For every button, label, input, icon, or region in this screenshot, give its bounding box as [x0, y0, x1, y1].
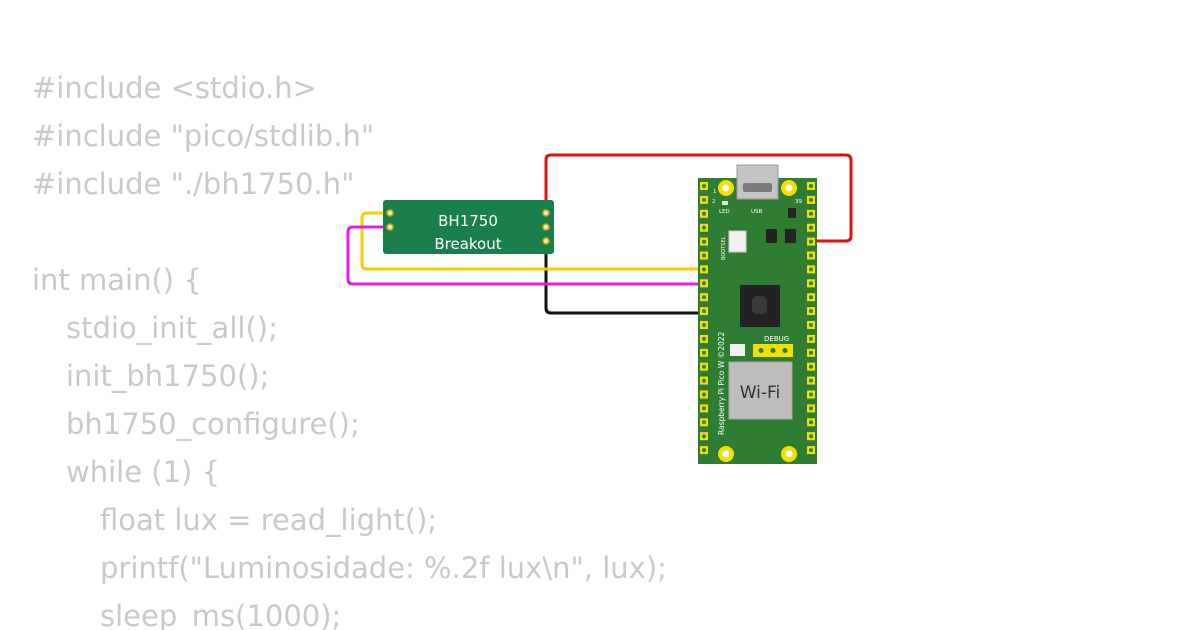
mounting-hole [722, 184, 730, 192]
pico-pin-hole [702, 350, 706, 355]
mounting-hole [785, 450, 793, 458]
sda-wire [360, 211, 708, 271]
breakout-pin [542, 237, 550, 245]
pico-pin-hole [702, 267, 706, 272]
pico-pin-hole [809, 253, 813, 258]
pico-pin-hole [702, 197, 706, 202]
breakout-pin [542, 223, 550, 231]
pico-pin-hole [702, 295, 706, 300]
pico-pin-hole [809, 434, 813, 439]
code-line: #include "./bh1750.h" [32, 167, 355, 201]
pico-pin-hole [702, 378, 706, 383]
pico-pin-hole [702, 364, 706, 369]
pico-pin-hole [702, 225, 706, 230]
pico-pin-hole [809, 392, 813, 397]
debug-pin [758, 348, 764, 353]
bootsel-label: BOOTSEL [721, 236, 727, 260]
pico-pin-hole [702, 420, 706, 425]
code-line: init_bh1750(); [66, 359, 270, 393]
raspberry-logo-icon [752, 296, 767, 314]
debug-pin [782, 348, 788, 353]
pico-pin-hole [809, 211, 813, 216]
code-line: stdio_init_all(); [66, 311, 278, 345]
pico-pin-hole [702, 323, 706, 327]
pico-pin-hole [702, 448, 706, 453]
pico-pin-hole [809, 295, 813, 300]
pico-pin-hole [809, 378, 813, 383]
pico-pin-hole [809, 184, 813, 188]
vcc-wire [544, 153, 853, 243]
smd-component [785, 229, 796, 243]
usb-connector [736, 164, 779, 200]
smd-component [766, 229, 777, 243]
usb-port-slot [743, 183, 772, 192]
breakout-pin [542, 209, 550, 217]
pico-pin-hole [809, 281, 813, 286]
board-name-label: Raspberry Pi Pico W ©2022 [717, 331, 726, 435]
pico-pin-hole [809, 323, 813, 327]
smd-component [788, 208, 796, 218]
pico-pin-hole [702, 392, 706, 397]
pin-39-label: 39 [795, 199, 802, 205]
pico-pin-hole [809, 267, 813, 272]
wifi-label: Wi-Fi [740, 383, 781, 403]
pico-pin-hole [809, 448, 813, 453]
smd-component [730, 344, 745, 356]
pico-pin-hole [702, 406, 706, 411]
pin-1-label: 1 [713, 189, 717, 195]
wifi-module [728, 361, 793, 420]
pico-pin-hole [702, 184, 706, 188]
code-line: int main() { [32, 263, 202, 297]
debug-pin [770, 348, 776, 353]
source-code-listing: #include <stdio.h> #include "pico/stdlib.… [32, 64, 752, 630]
code-line: bh1750_configure(); [66, 407, 360, 441]
pico-pin-hole [702, 336, 706, 341]
breakout-label-line2: Breakout [434, 235, 501, 253]
pico-pin-hole [809, 309, 813, 314]
pico-pin-hole [809, 225, 813, 230]
pico-pin-hole [702, 239, 706, 244]
breakout-pin [386, 209, 394, 217]
pico-pin-hole [702, 281, 706, 286]
pico-pin-hole [809, 406, 813, 411]
led-label: LED [719, 209, 730, 215]
pico-pin-hole [809, 239, 813, 244]
code-line: while (1) { [66, 455, 221, 489]
pico-pin-headers [700, 182, 815, 455]
pico-pin-hole [702, 211, 706, 216]
pico-pin-hole [702, 434, 706, 439]
pico-pin-hole [702, 309, 706, 314]
gnd-wire [544, 241, 710, 315]
pico-pin-hole [809, 420, 813, 425]
bootsel-button[interactable] [728, 230, 747, 253]
breakout-label-line1: BH1750 [438, 212, 498, 230]
raspberry-pi-pico-w[interactable]: 1 2 39 LED USB BOOTSEL DEBUG Wi-Fi Raspb… [698, 164, 817, 464]
code-line: printf("Luminosidade: %.2f lux\n", lux); [100, 551, 667, 585]
breakout-pin [386, 223, 394, 231]
debug-label: DEBUG [764, 335, 789, 343]
pico-pin-hole [809, 364, 813, 369]
mounting-hole [785, 184, 793, 192]
pico-pin-hole [702, 253, 706, 258]
pico-pin-hole [809, 197, 813, 202]
bh1750-breakout[interactable]: BH1750 Breakout [383, 200, 554, 254]
scl-wire [346, 225, 710, 286]
usb-label: USB [751, 209, 763, 215]
code-line: sleep_ms(1000); [100, 599, 342, 630]
code-line: #include <stdio.h> [32, 71, 317, 105]
led [722, 201, 728, 205]
code-line: #include "pico/stdlib.h" [32, 119, 375, 153]
code-line: float lux = read_light(); [100, 503, 438, 537]
pico-pin-hole [809, 336, 813, 341]
mounting-hole [722, 450, 730, 458]
pin-2-label: 2 [712, 199, 716, 205]
pico-pin-hole [809, 350, 813, 355]
